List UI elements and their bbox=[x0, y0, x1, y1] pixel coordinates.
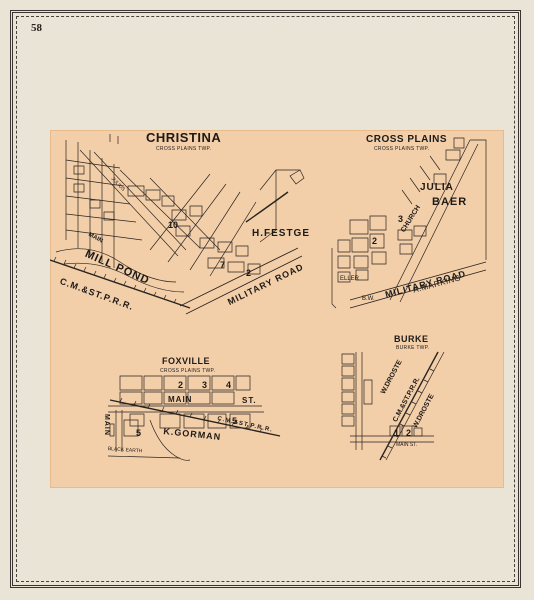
svg-text:2: 2 bbox=[372, 236, 377, 246]
foxville-street-main-upper: MAIN bbox=[168, 395, 193, 404]
svg-text:3: 3 bbox=[202, 380, 207, 390]
foxville-street-main-vertical: MAIN bbox=[103, 414, 110, 436]
burke-subtitle: BURKE TWP. bbox=[396, 345, 430, 351]
christina-plat bbox=[50, 134, 305, 315]
svg-text:3: 3 bbox=[398, 214, 403, 224]
cross-plains-plat bbox=[331, 137, 487, 309]
svg-text:2: 2 bbox=[406, 428, 411, 438]
foxville-plat bbox=[107, 375, 281, 461]
svg-text:5: 5 bbox=[232, 416, 237, 426]
map-drawing: 10 7 2 3 2 2 3 4 5 5 1 2 bbox=[50, 134, 487, 461]
christina-title: CHRISTINA bbox=[146, 130, 222, 145]
svg-text:10: 10 bbox=[168, 220, 178, 230]
svg-text:2: 2 bbox=[178, 380, 183, 390]
svg-text:4: 4 bbox=[226, 380, 231, 390]
svg-text:2: 2 bbox=[246, 268, 251, 278]
svg-text:5: 5 bbox=[136, 428, 141, 438]
cross-plains-owner-baer: BAER bbox=[432, 196, 468, 208]
cross-plains-owner-bw: B.W. bbox=[362, 296, 375, 302]
burke-street-main: MAIN ST. bbox=[396, 442, 418, 448]
map-sheet: 10 7 2 3 2 2 3 4 5 5 1 2 CHRISTINA CROSS… bbox=[50, 130, 504, 488]
burke-plat bbox=[341, 351, 445, 461]
foxville-subtitle: CROSS PLAINS TWP. bbox=[160, 368, 216, 374]
cross-plains-title: CROSS PLAINS bbox=[366, 134, 448, 145]
svg-text:7: 7 bbox=[220, 260, 225, 270]
cross-plains-subtitle: CROSS PLAINS TWP. bbox=[374, 146, 430, 152]
cross-plains-owner-eller: ELLER bbox=[340, 276, 360, 282]
page-border bbox=[10, 10, 521, 588]
svg-text:1: 1 bbox=[394, 428, 399, 438]
christina-subtitle: CROSS PLAINS TWP. bbox=[156, 146, 212, 152]
page-number: 58 bbox=[31, 22, 42, 34]
cross-plains-owner-julia: JULIA bbox=[420, 182, 454, 193]
burke-title: BURKE bbox=[394, 334, 429, 344]
christina-owner-label: H.FESTGE bbox=[252, 228, 311, 239]
foxville-street-st: ST. bbox=[242, 396, 257, 405]
foxville-title: FOXVILLE bbox=[162, 356, 211, 366]
